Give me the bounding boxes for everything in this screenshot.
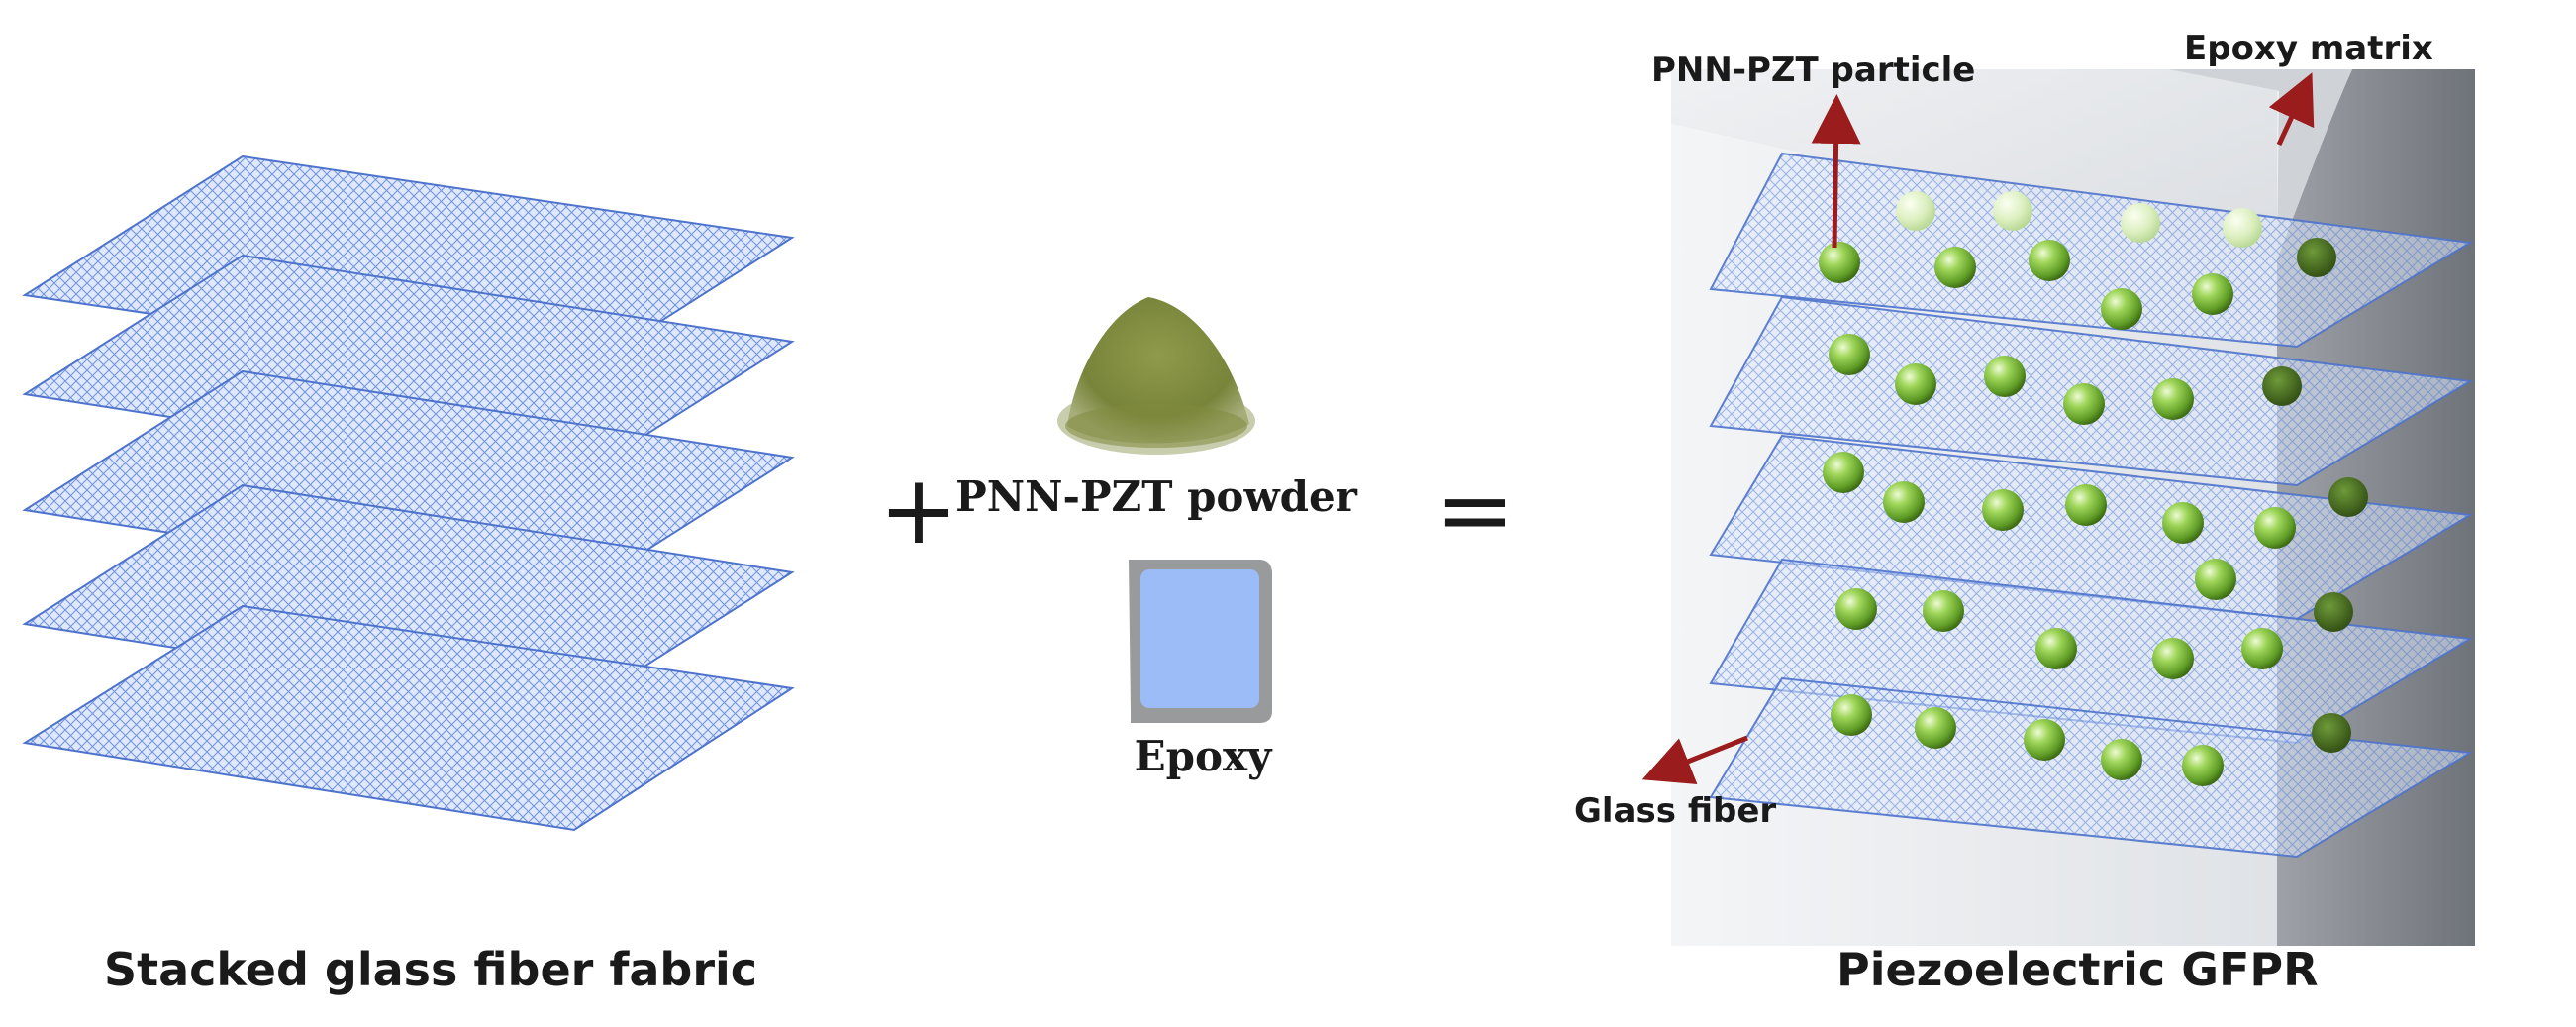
pzt-particle bbox=[2024, 719, 2065, 761]
pzt-particle bbox=[2241, 628, 2283, 669]
pzt-particle bbox=[2195, 559, 2236, 600]
equals-operator: = bbox=[1436, 455, 1515, 565]
stacked-fabric-label: Stacked glass fiber fabric bbox=[104, 943, 757, 996]
pzt-particle bbox=[1819, 242, 1860, 283]
pzt-particle bbox=[1835, 588, 1877, 630]
glass-fiber-label: Glass fiber bbox=[1574, 791, 1776, 831]
pzt-particle bbox=[1829, 334, 1870, 375]
pzt-particle bbox=[1984, 356, 2026, 397]
pzt-particle bbox=[2101, 288, 2142, 330]
matrix-arrow bbox=[2268, 72, 2315, 147]
pzt-particle bbox=[2101, 739, 2142, 780]
pzt-particle bbox=[2152, 378, 2194, 420]
pzt-particle bbox=[1831, 694, 1872, 736]
pzt-particle bbox=[2065, 484, 2107, 526]
pzt-particle bbox=[2328, 477, 2368, 517]
gfpr-block bbox=[1671, 69, 2475, 946]
fabric-sheet bbox=[22, 604, 795, 832]
pzt-particle bbox=[2063, 383, 2105, 425]
fiber-arrow bbox=[1641, 735, 1748, 784]
pzt-particle bbox=[1895, 363, 1936, 405]
pzt-particle bbox=[2262, 366, 2302, 406]
powder-label: PNN-PZT powder bbox=[955, 472, 1358, 521]
pzt-particle bbox=[2192, 273, 2233, 315]
pzt-particle bbox=[2035, 628, 2077, 669]
pzt-particle bbox=[1823, 452, 1864, 493]
pzt-particle bbox=[2121, 203, 2160, 243]
pzt-particle bbox=[2152, 638, 2194, 679]
pzt-particle bbox=[1883, 481, 1925, 523]
particle-label: PNN-PZT particle bbox=[1651, 51, 1975, 90]
plus-operator: + bbox=[879, 455, 958, 565]
epoxy-label: Epoxy bbox=[1135, 732, 1273, 780]
pzt-particle bbox=[2254, 507, 2296, 549]
pzt-particle bbox=[2029, 240, 2070, 281]
pzt-particle bbox=[1993, 191, 2032, 231]
pzt-particle bbox=[2223, 208, 2262, 248]
pzt-particle bbox=[1923, 590, 1964, 632]
piezo-gfpr-label: Piezoelectric GFPR bbox=[1836, 943, 2319, 996]
pzt-particle bbox=[2297, 238, 2336, 277]
pzt-particle bbox=[2182, 745, 2224, 786]
stacked-fabric bbox=[22, 154, 795, 832]
powder-pile bbox=[1057, 297, 1255, 455]
particle-arrow bbox=[1811, 94, 1861, 249]
epoxy-matrix-label: Epoxy matrix bbox=[2184, 29, 2433, 68]
pzt-particle bbox=[2314, 592, 2353, 632]
pzt-particle bbox=[1982, 489, 2024, 531]
epoxy-container bbox=[1129, 560, 1272, 723]
pzt-particle bbox=[1896, 191, 1935, 231]
pzt-particle bbox=[1915, 707, 1956, 749]
pzt-particle bbox=[2162, 502, 2204, 544]
pzt-particle bbox=[1934, 247, 1976, 288]
pzt-particle bbox=[2312, 713, 2351, 753]
